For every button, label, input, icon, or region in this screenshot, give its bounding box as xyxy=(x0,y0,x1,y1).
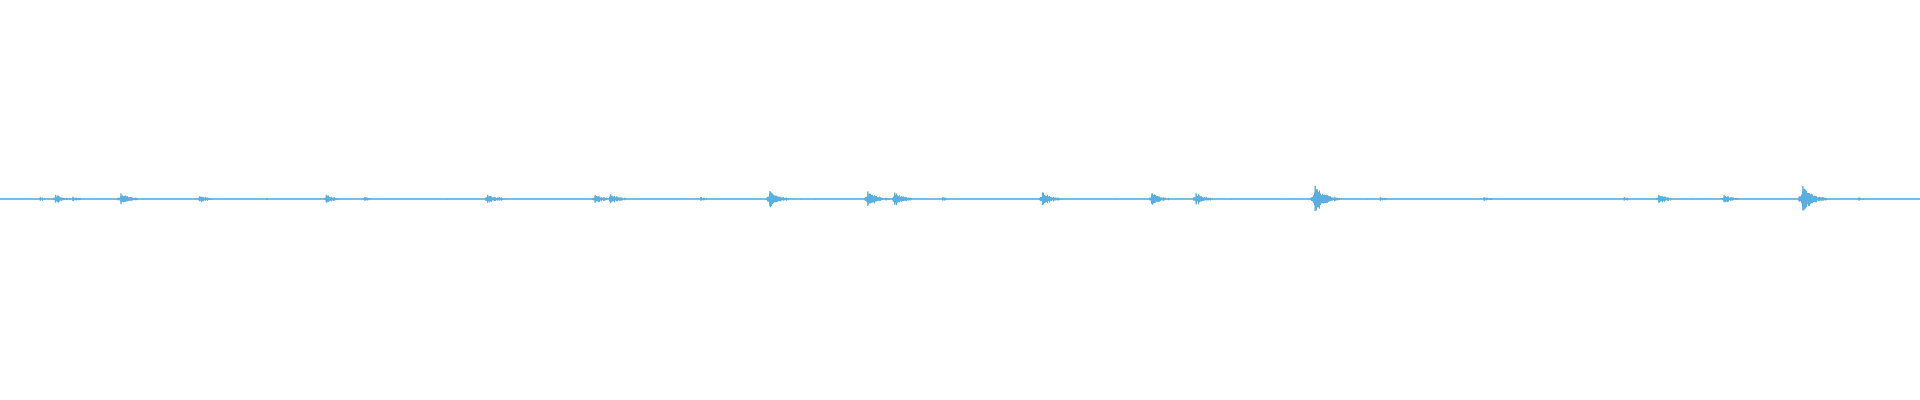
waveform-trace xyxy=(0,185,1920,211)
waveform-samples xyxy=(0,188,1920,211)
